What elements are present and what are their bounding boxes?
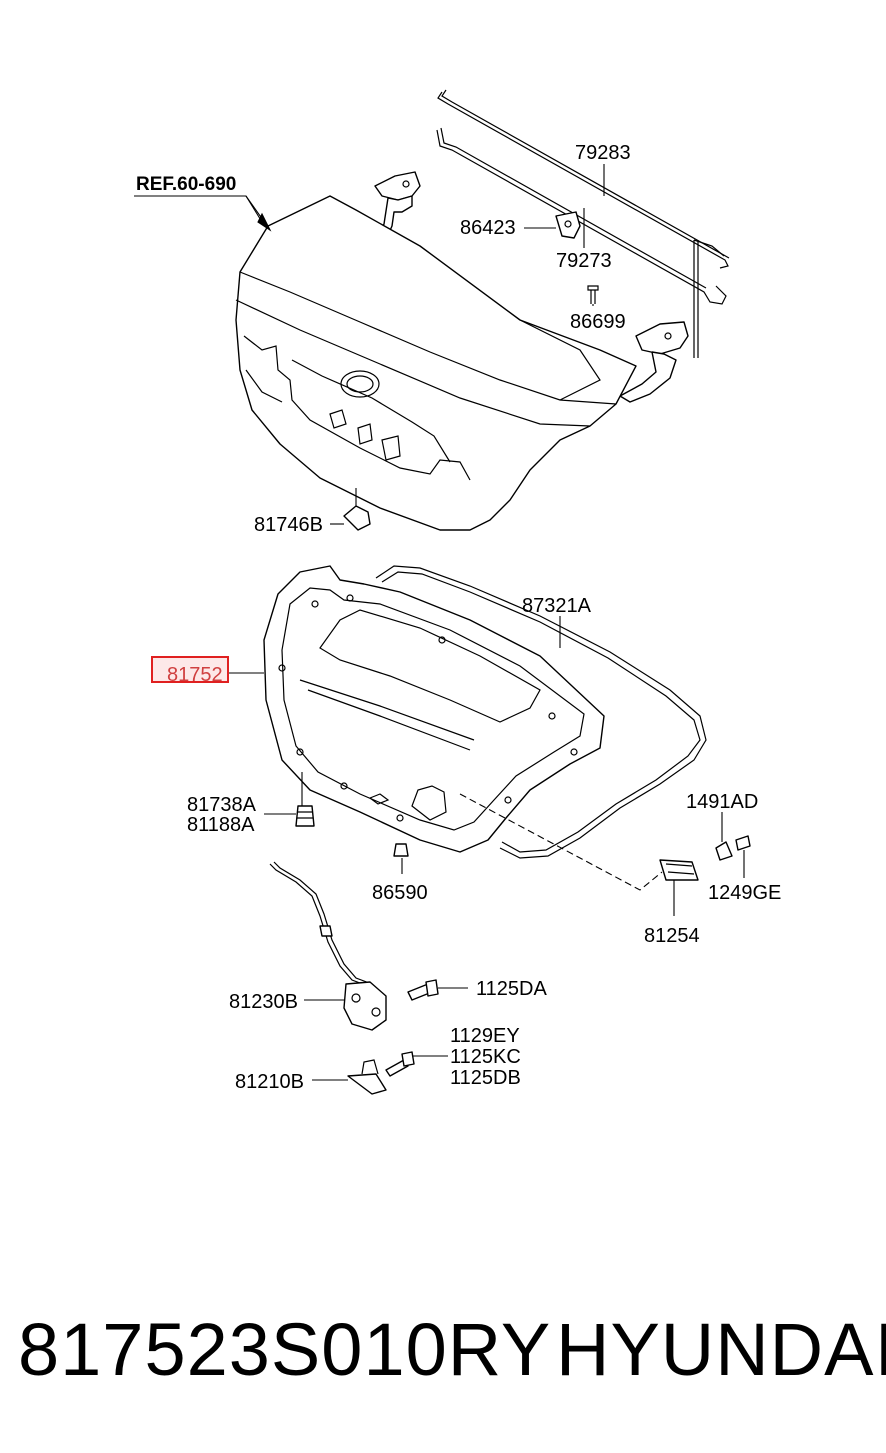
part-label-81752[interactable]: 81752 [167, 664, 223, 686]
trunk-lid [235, 195, 637, 531]
footer: 817523S010RY HYUNDAI [0, 1300, 886, 1400]
part-label-1125KC[interactable]: 1125KC [450, 1046, 521, 1068]
light-81254 [659, 859, 699, 881]
torsion-bar-rods [436, 89, 730, 358]
grommet-1491AD [715, 841, 733, 861]
part-label-1129EY[interactable]: 1129EY [450, 1025, 520, 1047]
part-label-81210B[interactable]: 81210B [235, 1071, 304, 1093]
clip-86590 [393, 843, 409, 857]
part-label-1125DB[interactable]: 1125DB [450, 1067, 521, 1089]
highlighted-part-81752[interactable]: 81752 [151, 656, 229, 686]
screw-1249GE [735, 835, 751, 851]
part-label-86423[interactable]: 86423 [460, 217, 516, 239]
part-label-86699[interactable]: 86699 [570, 311, 626, 333]
latch-81230B [343, 981, 387, 1031]
part-label-87321A[interactable]: 87321A [522, 595, 592, 617]
footer-brand: HYUNDAI [556, 1308, 886, 1391]
bracket-86423 [555, 211, 581, 239]
part-label-81230B[interactable]: 81230B [229, 991, 298, 1013]
highlight-box [151, 656, 229, 683]
part-label-79283[interactable]: 79283 [575, 142, 631, 164]
bolt-1125DA [407, 979, 439, 1001]
part-label-79273[interactable]: 79273 [556, 250, 612, 272]
bumper-81738A [295, 805, 315, 827]
release-cable [269, 861, 373, 987]
weatherstrip [375, 565, 707, 859]
leader-lines [134, 164, 745, 1081]
bolt-1129EY [385, 1051, 415, 1077]
part-label-81188A[interactable]: 81188A [187, 814, 255, 836]
part-label-1491AD[interactable]: 1491AD [686, 791, 758, 813]
trunk-trim-panel [263, 565, 605, 853]
footer-part-number: 817523S010RY [18, 1308, 552, 1391]
hinge-right [619, 321, 689, 403]
part-label-1125DA[interactable]: 1125DA [476, 978, 547, 1000]
bolt-86699 [587, 285, 599, 304]
part-label-81254[interactable]: 81254 [644, 925, 700, 947]
striker-81210B [347, 1059, 387, 1095]
dash-leader [459, 793, 663, 891]
part-label-81738A[interactable]: 81738A [187, 794, 257, 816]
part-label-86590[interactable]: 86590 [372, 882, 428, 904]
part-label-81746B[interactable]: 81746B [254, 514, 323, 536]
part-label-1249GE[interactable]: 1249GE [708, 882, 781, 904]
ref-label: REF.60-690 [136, 174, 236, 195]
